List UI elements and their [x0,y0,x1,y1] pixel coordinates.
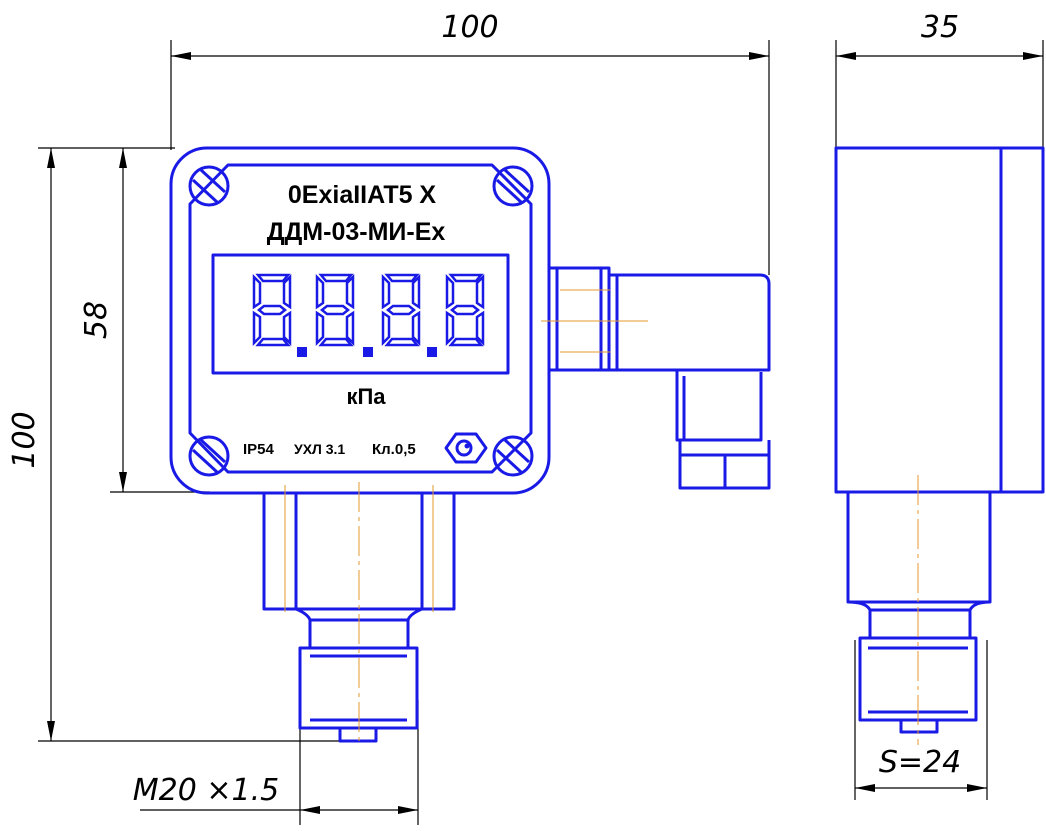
dim-label-58: 58 [79,301,114,339]
dim-label-35: 35 [921,10,959,45]
digit-4 [445,273,485,347]
side-neck-top [847,600,991,612]
dim-label-thread: M20 ×1.5 [133,773,279,808]
pressure-fitting [262,482,456,745]
screw-bottom-left-icon [188,435,230,477]
unit-label: кПа [346,384,386,409]
cable-gland [541,266,771,490]
display-digits [252,273,485,357]
ex-marking-label: 0ExiaIIAT5 X [288,181,437,209]
decimal-point-3 [427,347,437,357]
decimal-point-2 [363,347,373,357]
ip-rating-label: IP54 [243,441,275,458]
certification-mark-icon [444,432,488,464]
side-view [834,146,1045,745]
accuracy-label: Кл.0,5 [372,441,416,458]
dim-label-100-left: 100 [7,411,42,468]
front-frame [188,163,533,474]
gland-connector-body [609,273,771,372]
climate-label: УХЛ 3.1 [294,441,345,457]
front-view: 0ExiaIIAT5 X ДДМ-03-МИ-Ex кПа IP54 УХЛ 3… [169,146,771,745]
fitting-hex-left [262,491,298,611]
side-hex [846,490,992,604]
dimension-width-front: 100 [170,10,770,275]
fitting-hex-right [420,491,456,611]
digit-3 [381,273,421,347]
side-housing [834,146,1045,494]
dimension-wrench: S=24 [854,640,988,800]
gland-outlet [675,370,763,442]
dimension-height-total: 100 [7,147,345,742]
dim-label-100-top: 100 [441,10,498,45]
fitting-tip [338,726,378,743]
model-label: ДДМ-03-МИ-Ex [267,218,446,246]
digit-2 [315,273,355,347]
dim-label-wrench: S=24 [879,745,961,780]
screw-bottom-right-icon [492,435,534,477]
side-tip [899,718,939,734]
dimension-width-side: 35 [835,10,1044,148]
gland-nut [547,266,611,372]
digit-1 [252,273,292,347]
decimal-point-1 [297,347,307,357]
display-window [211,253,510,375]
